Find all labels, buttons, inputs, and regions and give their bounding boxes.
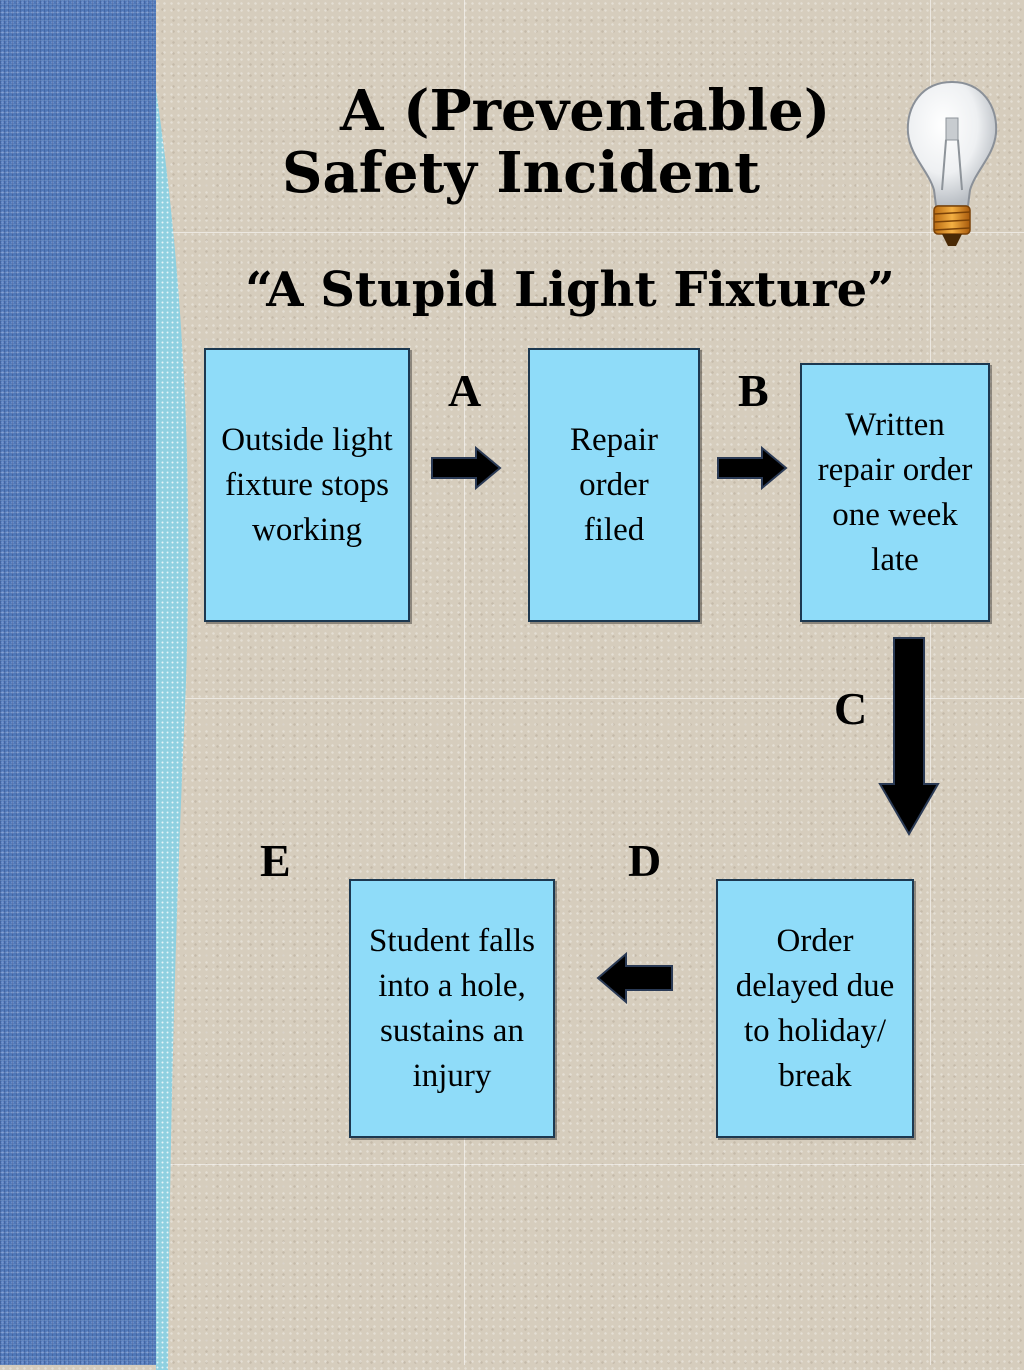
grid-line xyxy=(930,0,931,1365)
step-box-student-injury: Student falls into a hole, sustains an i… xyxy=(349,879,555,1138)
side-panel-curve xyxy=(156,90,189,1370)
lightbulb-icon xyxy=(906,80,998,246)
page-title-line-1: A (Preventable) xyxy=(340,78,831,144)
step-box-light-out: Outside light fixture stops working xyxy=(204,348,410,622)
side-panel xyxy=(0,0,156,1365)
grid-line xyxy=(0,698,1024,699)
grid-line xyxy=(0,1164,1024,1165)
step-label-a: A xyxy=(448,365,482,416)
step-box-order-filed: Repair order filed xyxy=(528,348,700,622)
step-box-order-late: Written repair order one week late xyxy=(800,363,990,622)
step-label-d: D xyxy=(628,835,662,886)
arrow-left-d xyxy=(596,951,673,1005)
step-box-order-delayed: Order delayed due to holiday/ break xyxy=(716,879,914,1138)
step-label-c: C xyxy=(834,683,868,734)
step-text: Outside light fixture stops working xyxy=(221,421,393,548)
step-text: Order delayed due to holiday/ break xyxy=(735,922,895,1094)
page-title-line-2: Safety Incident xyxy=(282,140,760,206)
page-subtitle: “A Stupid Light Fixture” xyxy=(245,262,895,318)
arrow-down-c xyxy=(878,637,940,836)
step-text: Student falls into a hole, sustains an i… xyxy=(369,922,535,1094)
step-text: Repair order filed xyxy=(570,421,658,548)
arrow-right-a xyxy=(431,445,502,491)
step-label-b: B xyxy=(738,365,769,416)
grid-line xyxy=(0,232,1024,233)
step-label-e: E xyxy=(260,835,291,886)
arrow-right-b xyxy=(717,445,788,491)
step-text: Written repair order one week late xyxy=(817,406,973,578)
grid-line xyxy=(464,0,465,1365)
